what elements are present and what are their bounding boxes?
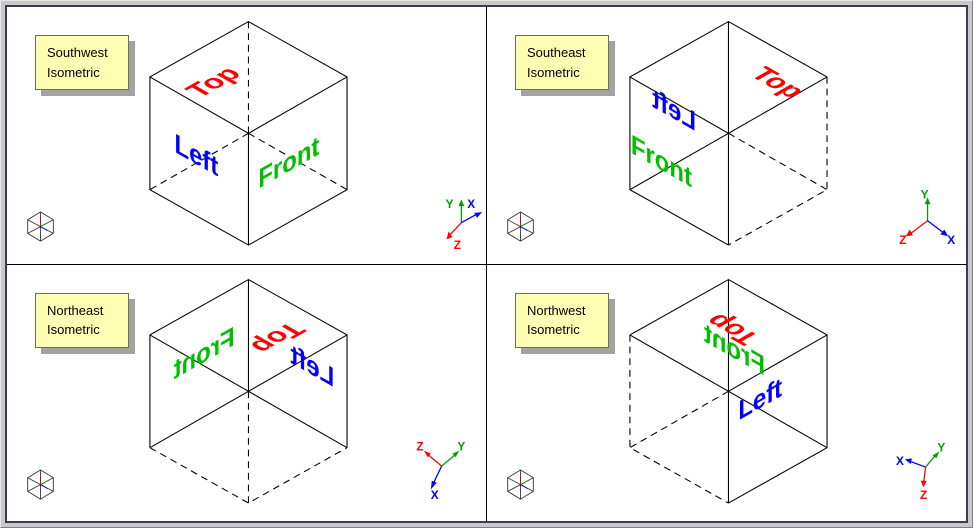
axis-y-label: Y <box>921 188 929 201</box>
face-label-front: Front <box>258 129 319 195</box>
ucs-tripod: Y Z X <box>899 188 955 247</box>
viewport-southwest[interactable]: Southwest Isometric Top Left Front Y <box>7 7 486 264</box>
view-label-line2: Isometric <box>527 322 580 337</box>
ucs-tripod: Z Y X <box>416 440 465 501</box>
viewport-canvas: Top Left Front Y Z X <box>507 20 955 247</box>
axis-y-label: Y <box>457 440 465 453</box>
isometric-cube: Top Left Front <box>629 20 828 246</box>
axis-z-label: Z <box>416 440 423 453</box>
view-label: Northeast Isometric <box>35 292 129 348</box>
ucs-tripod: Y X Z <box>446 198 483 252</box>
view-label-line2: Isometric <box>527 64 580 80</box>
view-cube-icon <box>27 211 54 242</box>
face-label-top: Top <box>178 62 247 101</box>
axis-x-label: X <box>467 198 475 211</box>
face-label-top: Top <box>744 63 813 102</box>
isometric-cube: Top Front Left <box>629 278 828 504</box>
view-cube-icon <box>507 468 534 500</box>
view-label-line1: Northwest <box>527 302 586 318</box>
view-label: Southwest Isometric <box>35 35 129 90</box>
axis-y-label: Y <box>937 441 945 454</box>
viewport-grid: Southwest Isometric Top Left Front Y <box>5 5 968 523</box>
view-label: Northwest Isometric <box>515 292 609 348</box>
view-label: Southeast Isometric <box>515 35 609 90</box>
axis-y-label: Y <box>446 198 454 211</box>
viewport-northeast[interactable]: Northeast Isometric Top Front Left Z <box>7 264 486 521</box>
axis-z-label: Z <box>899 234 906 247</box>
viewport-canvas: Top Front Left Z Y X <box>27 278 465 504</box>
viewport-southeast[interactable]: Southeast Isometric Top Left Front Y <box>487 7 966 264</box>
view-label-line1: Northeast <box>47 302 104 318</box>
isometric-cube: Top Left Front <box>149 20 348 246</box>
isometric-cube: Top Front Left <box>149 278 348 504</box>
face-label-left: Left <box>652 82 696 138</box>
view-cube-icon <box>27 468 54 500</box>
axis-x-label: X <box>947 234 955 247</box>
view-label-line1: Southwest <box>47 45 108 60</box>
axis-z-label: Z <box>920 489 927 502</box>
axis-x-label: X <box>431 489 439 502</box>
viewport-northwest[interactable]: Northwest Isometric Top Front Left X <box>487 264 966 521</box>
face-label-left: Left <box>175 127 219 183</box>
axis-x-label: X <box>896 455 904 468</box>
view-label-line2: Isometric <box>47 322 100 337</box>
face-label-front: Front <box>174 319 235 385</box>
viewport-canvas: Top Front Left X Y Z <box>507 278 945 504</box>
view-cube-icon <box>507 211 534 242</box>
view-label-line1: Southeast <box>527 45 586 60</box>
view-label-line2: Isometric <box>47 64 100 80</box>
axis-z-label: Z <box>454 239 461 252</box>
viewport-canvas: Top Left Front Y X Z <box>27 20 483 252</box>
ucs-tripod: X Y Z <box>896 441 945 502</box>
